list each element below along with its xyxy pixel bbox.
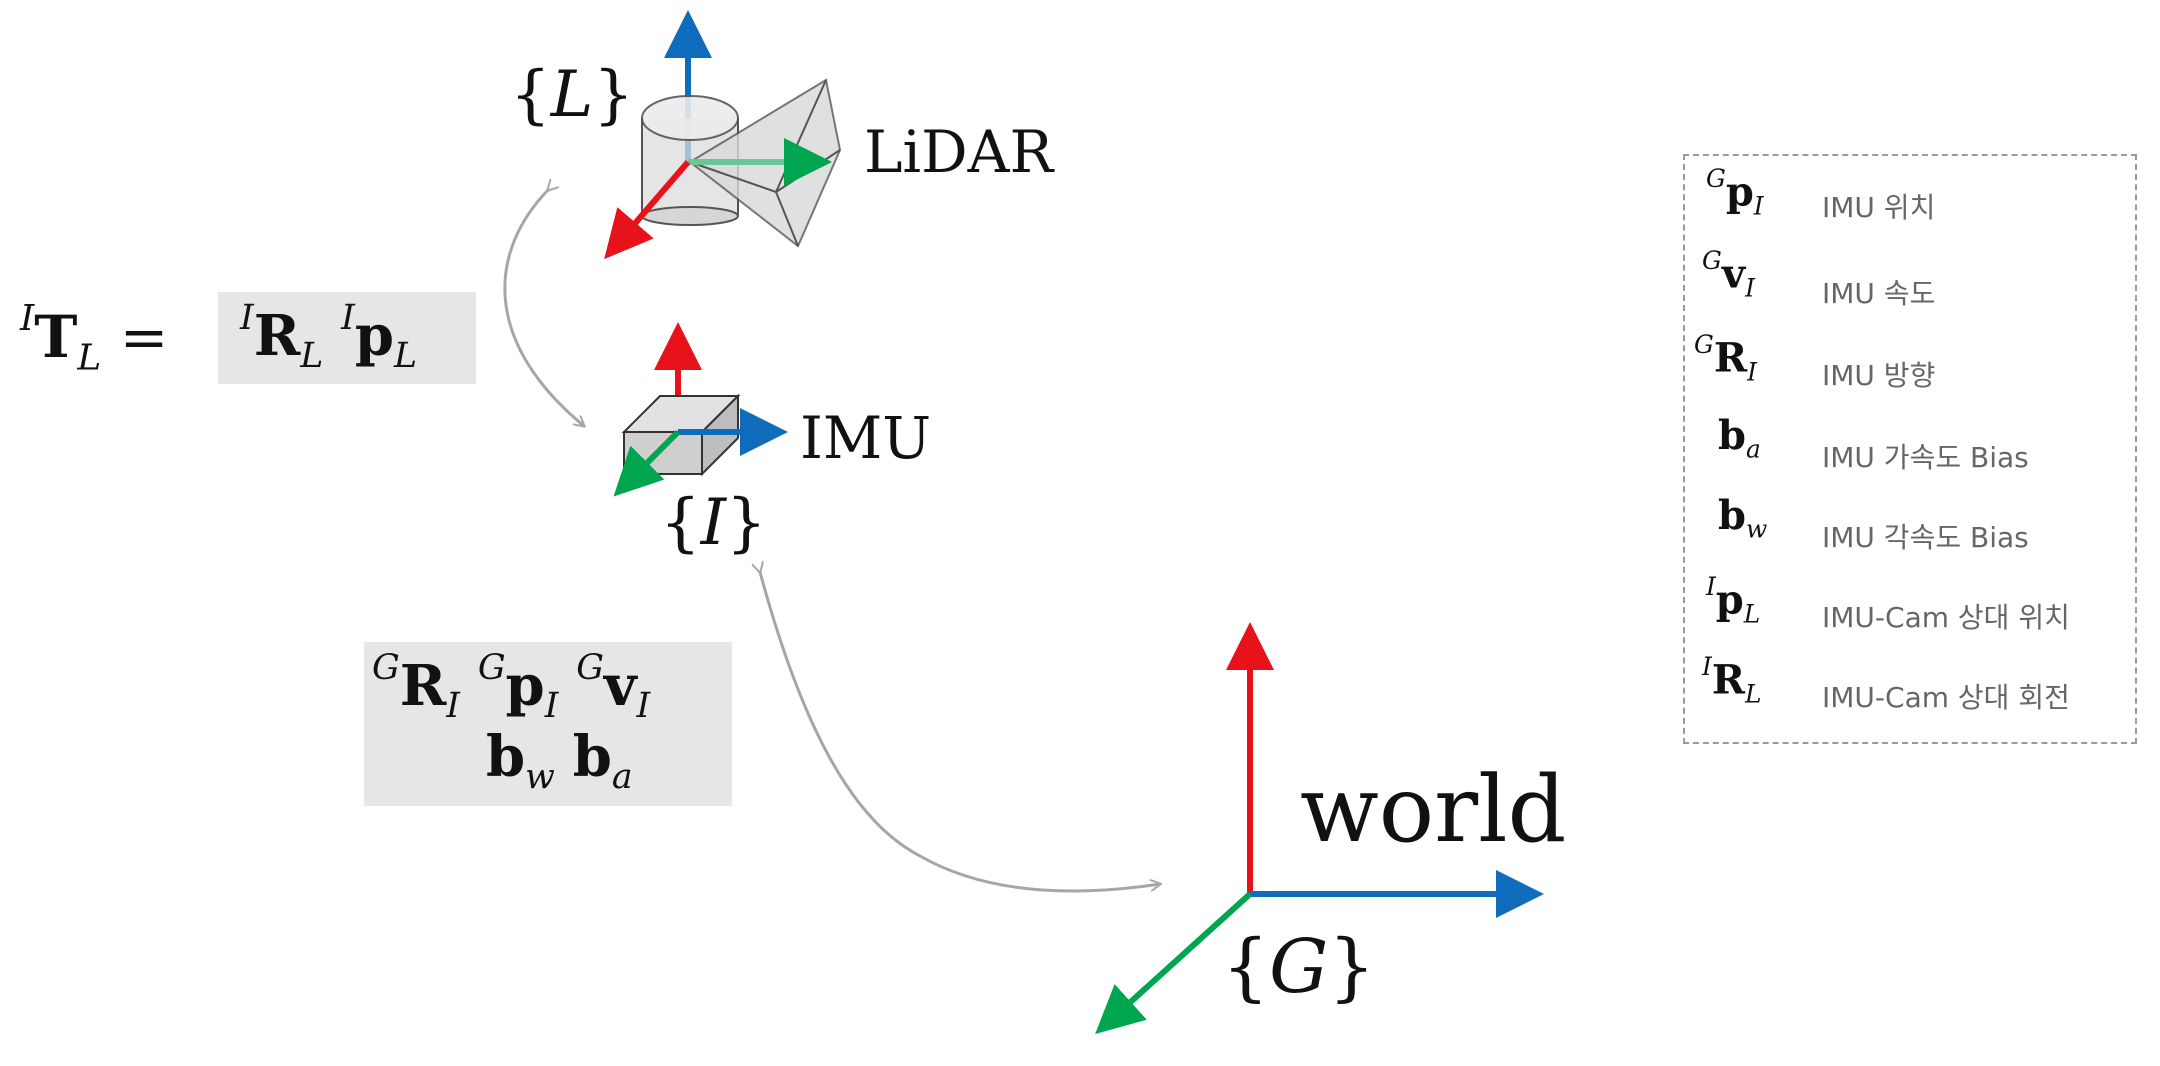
legend-symbol: GRI — [1694, 330, 1757, 387]
legend-symbol: IpL — [1706, 572, 1761, 629]
legend-description: IMU 가속도 Bias — [1822, 441, 2029, 474]
lidar-imu-connector — [503, 190, 584, 426]
lidar-x-axis — [604, 160, 691, 260]
legend-symbol: GvI — [1702, 246, 1755, 303]
imu-world-connector — [760, 572, 1160, 893]
extrinsic-lhs: ITL = — [20, 298, 169, 379]
state-box — [364, 642, 732, 806]
imu-name: IMU — [800, 404, 932, 472]
world-frame — [1095, 622, 1544, 1035]
world-frame-label: {G} — [1222, 924, 1376, 1010]
world-y-axis — [1095, 891, 1253, 1035]
state-pose-vel: GRI GpI GvI — [372, 648, 651, 727]
imu-frame-label: {I} — [660, 486, 767, 560]
extrinsic-box — [218, 292, 476, 384]
lidar-name: LiDAR — [864, 118, 1054, 186]
extrinsic-params: IRL IpL — [240, 298, 418, 377]
legend-description: IMU 각속도 Bias — [1822, 521, 2029, 554]
legend-description: IMU 방향 — [1822, 359, 1936, 392]
legend-description: IMU-Cam 상대 회전 — [1822, 681, 2070, 714]
lidar-frame — [604, 10, 842, 260]
legend-symbol: IRL — [1702, 652, 1762, 709]
legend-symbol: ba — [1718, 412, 1761, 464]
legend-symbol: GpI — [1706, 164, 1764, 221]
imu-frame — [613, 322, 788, 497]
state-biases: bw ba — [486, 724, 633, 798]
world-name: world — [1300, 756, 1567, 863]
legend-symbol: bw — [1718, 492, 1768, 544]
legend-description: IMU-Cam 상대 위치 — [1822, 601, 2070, 634]
legend-box — [1683, 154, 2137, 744]
imu-y-axis — [613, 429, 681, 497]
legend-description: IMU 위치 — [1822, 191, 1936, 224]
lidar-frame-label: {L} — [510, 58, 634, 132]
legend-description: IMU 속도 — [1822, 277, 1936, 310]
